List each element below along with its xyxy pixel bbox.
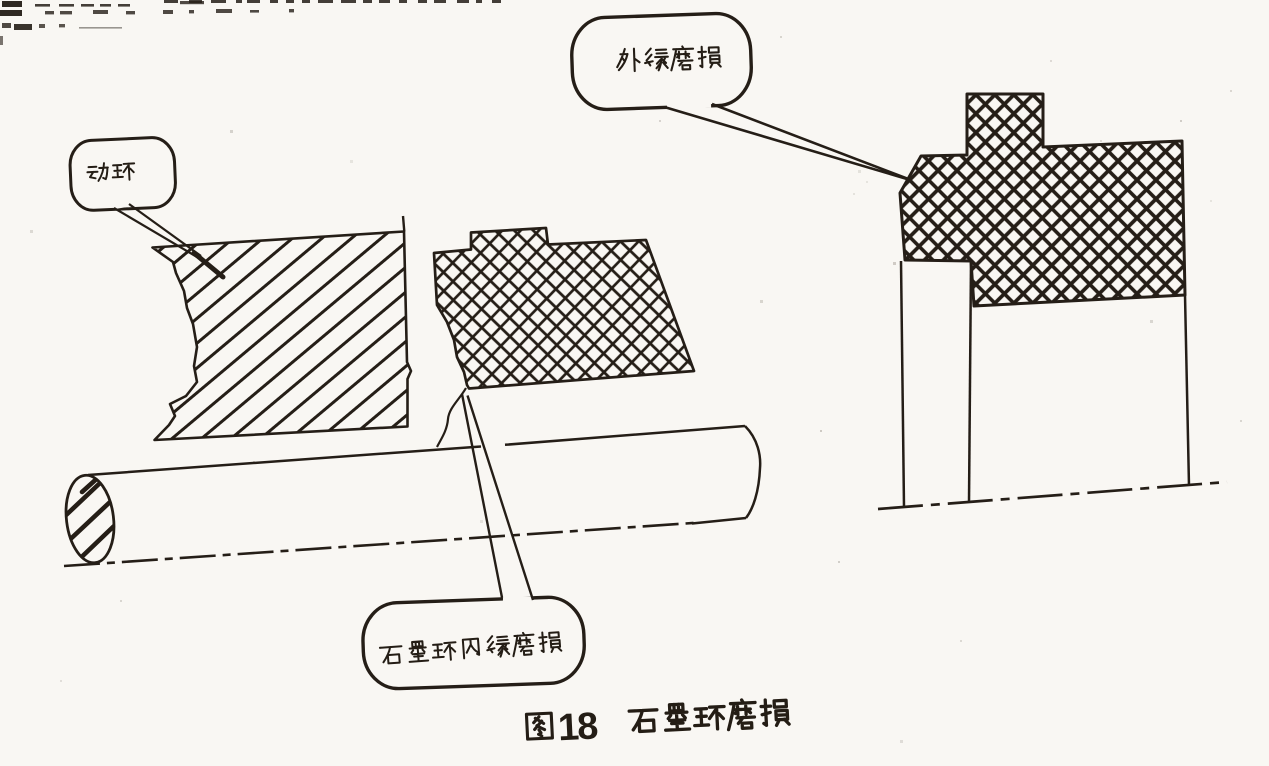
svg-text:18: 18 bbox=[557, 705, 598, 749]
